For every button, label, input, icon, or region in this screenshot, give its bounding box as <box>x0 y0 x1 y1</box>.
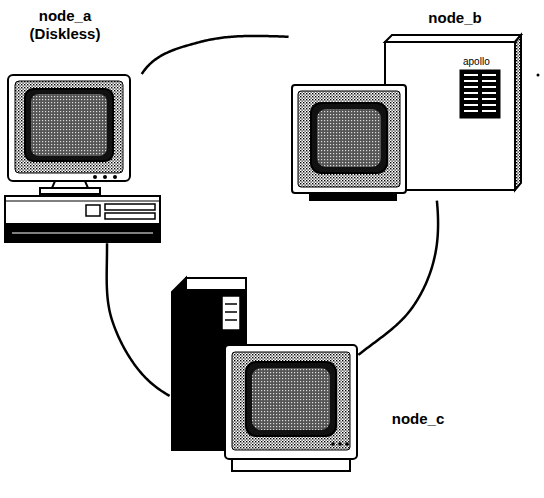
tower-case <box>385 35 521 42</box>
workstation-monitor <box>225 345 357 459</box>
desktop-system-unit <box>5 201 160 202</box>
workstation-monitor <box>246 362 336 436</box>
workstation-monitor <box>292 85 406 200</box>
computer-node: node_a (Diskless) <box>5 75 160 242</box>
ring-segment <box>142 36 289 74</box>
tower-case <box>225 319 237 321</box>
tower-case <box>225 303 237 305</box>
desktop-monitor <box>52 181 88 188</box>
desktop-monitor <box>93 175 97 179</box>
tower-case <box>464 98 478 100</box>
tower-case <box>464 104 478 106</box>
desktop-monitor <box>8 75 130 194</box>
desktop-system-unit <box>5 196 160 242</box>
tower-case <box>186 278 246 290</box>
tower-case <box>464 74 478 76</box>
stray-dot <box>537 74 540 77</box>
ring-segment <box>358 201 438 355</box>
brand-label: apollo <box>463 56 490 67</box>
tower-case <box>222 296 240 330</box>
tower-case <box>482 80 496 82</box>
workstation-monitor <box>331 442 335 446</box>
desktop-system-unit <box>12 233 153 234</box>
desktop-monitor <box>15 81 123 173</box>
stray-dot <box>537 74 540 77</box>
tower-case <box>464 74 496 112</box>
desktop-system-unit <box>5 224 160 242</box>
desktop-system-unit <box>105 204 155 210</box>
tower-case <box>464 110 478 112</box>
ring-segment <box>107 243 170 396</box>
desktop-system-unit <box>105 213 155 219</box>
tower-case <box>482 74 496 76</box>
workstation-monitor <box>345 442 349 446</box>
desktop-monitor <box>25 89 113 161</box>
tower-case <box>172 278 186 450</box>
tower-case <box>460 70 500 118</box>
tower-case <box>482 110 496 112</box>
tower-case <box>464 80 478 82</box>
workstation-monitor <box>232 459 350 471</box>
desktop-monitor <box>8 75 130 181</box>
tower-case <box>482 104 496 106</box>
tower-case <box>464 92 478 94</box>
workstation-monitor <box>252 368 330 430</box>
desktop-monitor <box>40 188 100 194</box>
desktop-monitor <box>31 94 107 156</box>
node-name: node_c <box>378 410 458 428</box>
workstation-monitor <box>317 109 381 167</box>
desktop-system-unit <box>86 205 100 216</box>
tower-case <box>464 86 478 88</box>
desktop-monitor <box>113 175 117 179</box>
workstation-monitor <box>225 345 357 471</box>
workstation-monitor <box>310 193 396 200</box>
desktop-system-unit <box>5 196 160 242</box>
tower-case <box>482 86 496 88</box>
desktop-monitor <box>103 175 107 179</box>
tower-case <box>225 311 237 313</box>
node-name: node_a (Diskless) <box>20 7 110 43</box>
workstation-monitor <box>311 103 387 173</box>
workstation-monitor <box>232 352 350 450</box>
node-name: node_b <box>415 9 495 27</box>
workstation-monitor <box>298 91 400 187</box>
workstation-monitor <box>338 442 342 446</box>
tower-case <box>482 92 496 94</box>
tower-case <box>482 98 496 100</box>
workstation-monitor <box>292 85 406 193</box>
computer-node: node_c <box>170 277 358 472</box>
